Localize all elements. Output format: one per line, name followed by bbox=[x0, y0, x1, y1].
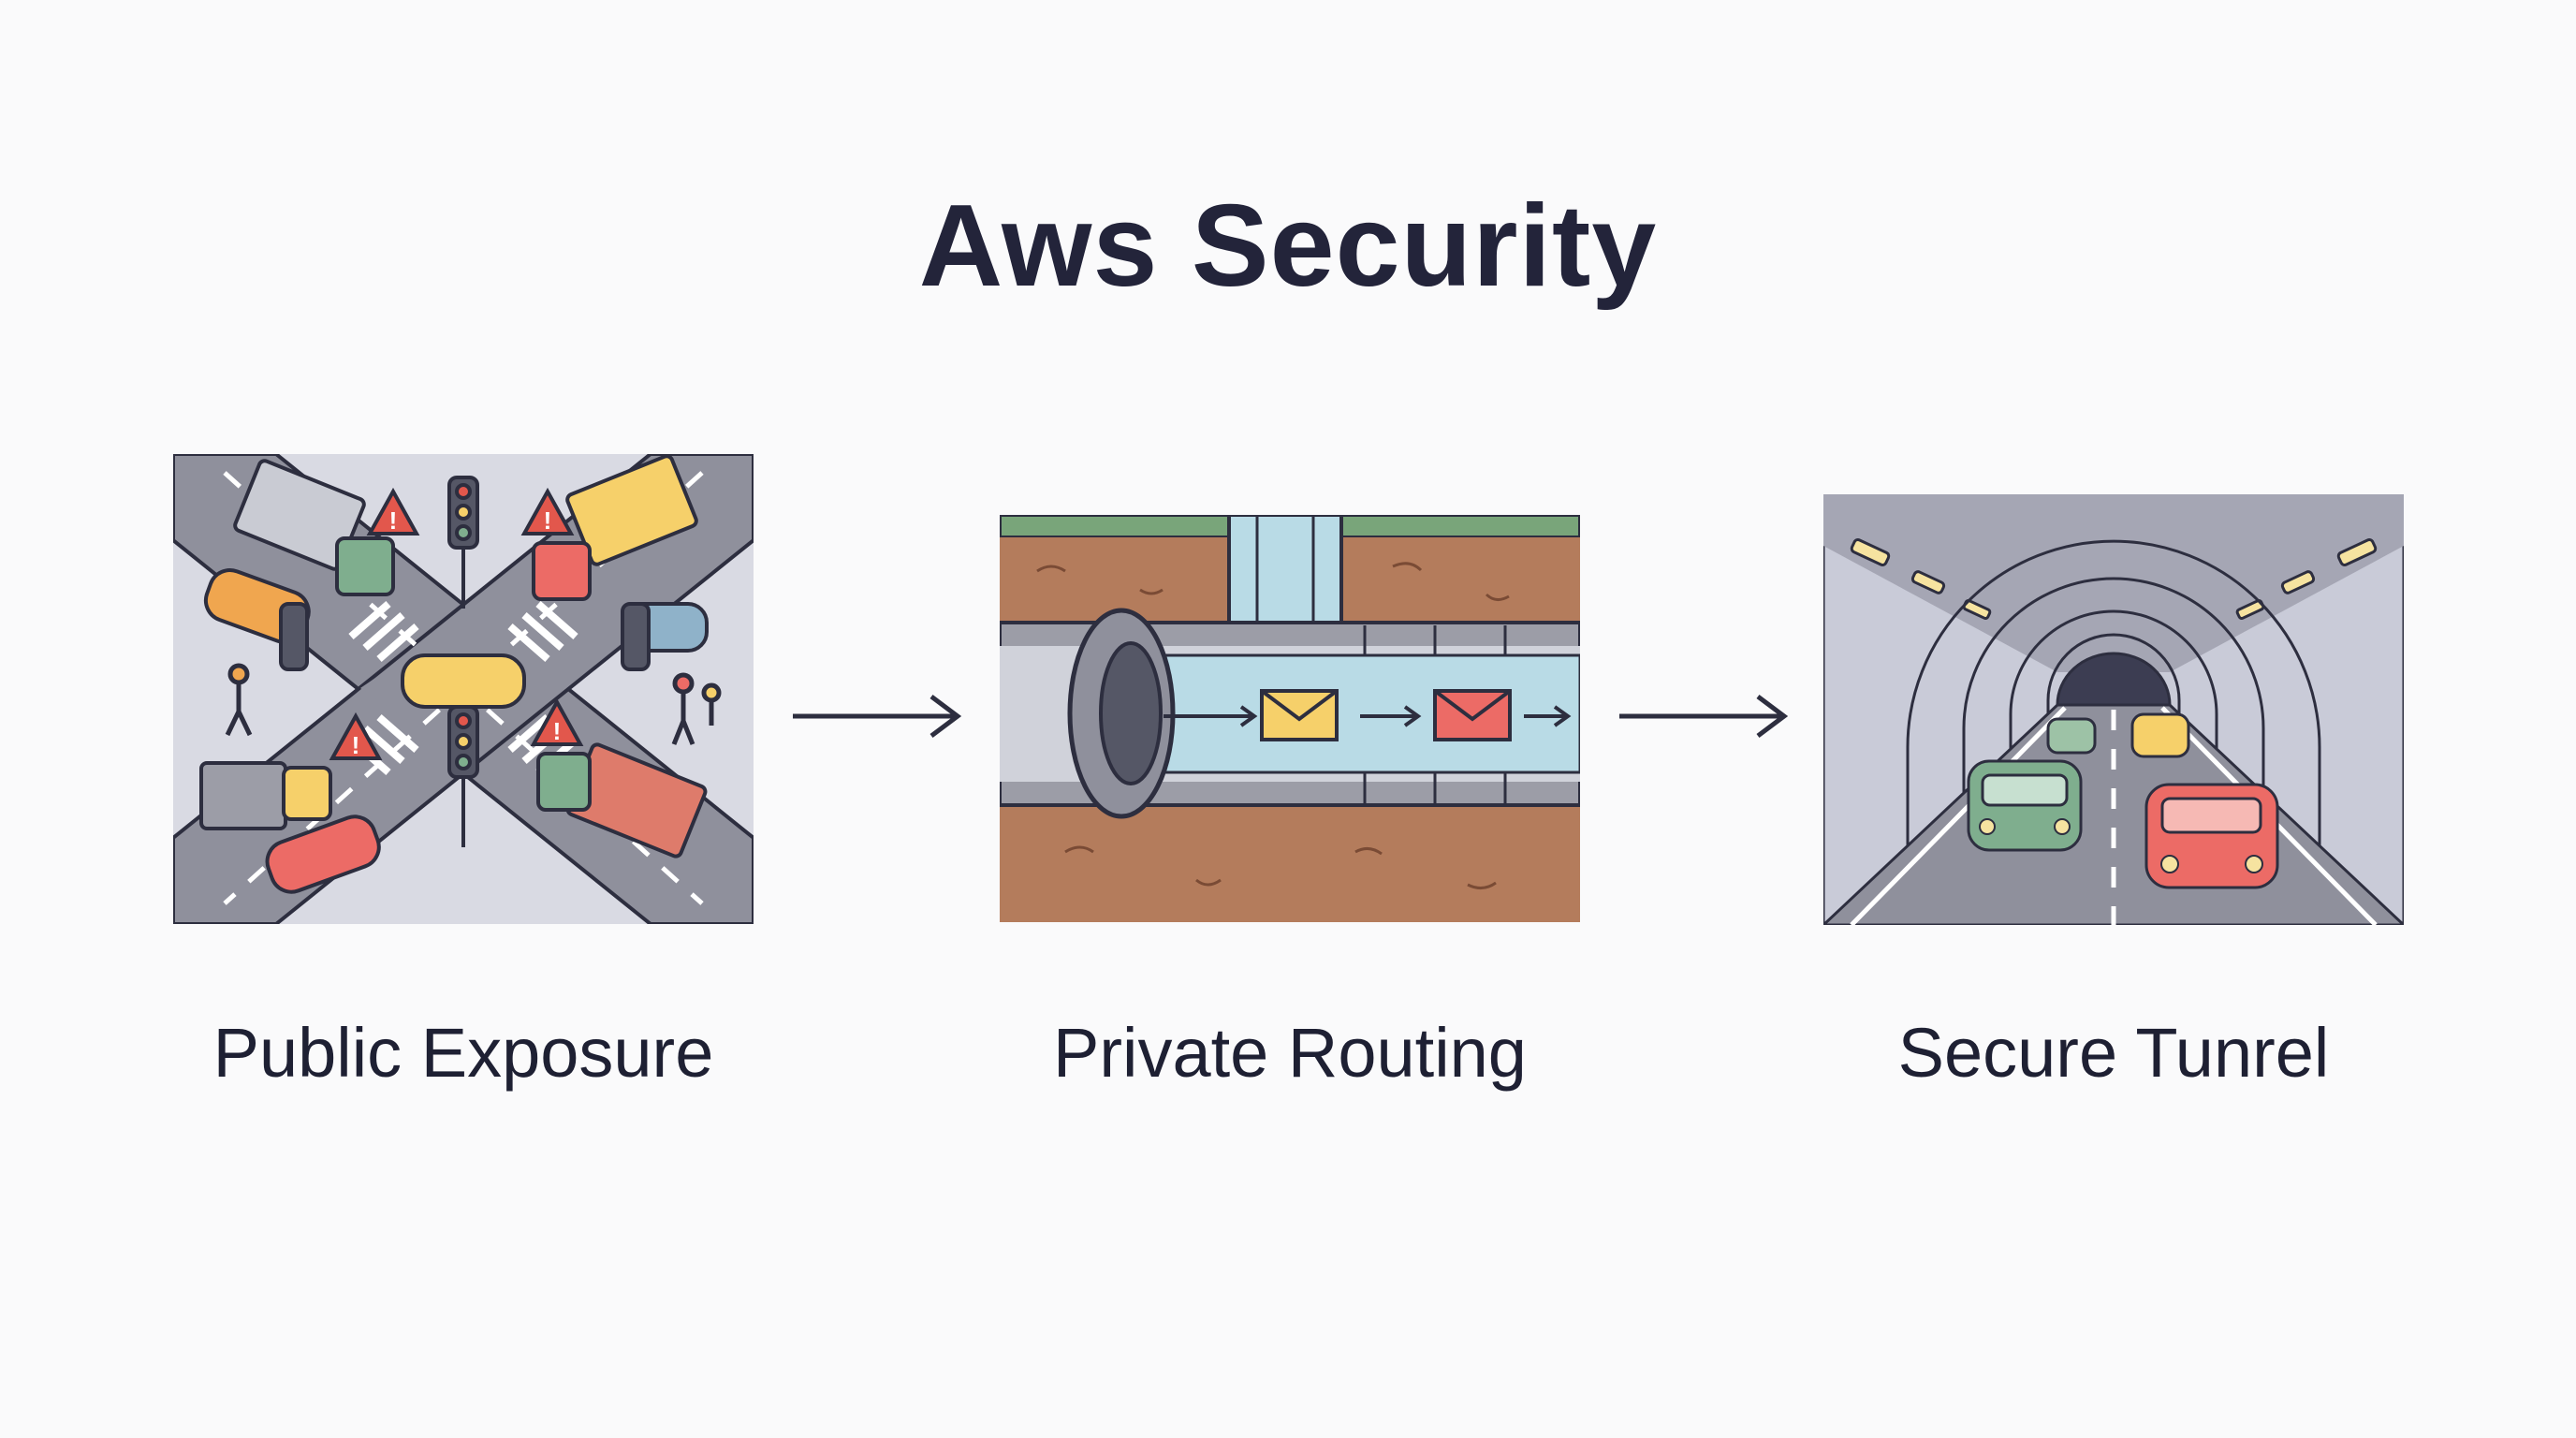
road-tunnel-icon bbox=[1823, 494, 2404, 925]
svg-text:!: ! bbox=[352, 731, 360, 759]
arrow-right-icon bbox=[793, 695, 962, 738]
stage-label-secure-tunnel: Secure Tunrel bbox=[1897, 1014, 2330, 1092]
svg-text:!: ! bbox=[544, 506, 552, 535]
underground-pipe-icon bbox=[1000, 515, 1580, 922]
traffic-intersection-icon: ! ! ! ! bbox=[173, 454, 754, 924]
public-exposure-panel: ! ! ! ! bbox=[173, 454, 754, 924]
private-routing-panel bbox=[1000, 515, 1580, 922]
svg-text:!: ! bbox=[553, 717, 562, 745]
stage-label-private-routing: Private Routing bbox=[1053, 1014, 1527, 1092]
diagram-title: Aws Security bbox=[918, 182, 1658, 311]
secure-tunnel-panel bbox=[1823, 494, 2404, 925]
stage-label-public-exposure: Public Exposure bbox=[212, 1014, 714, 1092]
svg-text:!: ! bbox=[389, 506, 398, 535]
arrow-right-icon bbox=[1619, 695, 1789, 738]
